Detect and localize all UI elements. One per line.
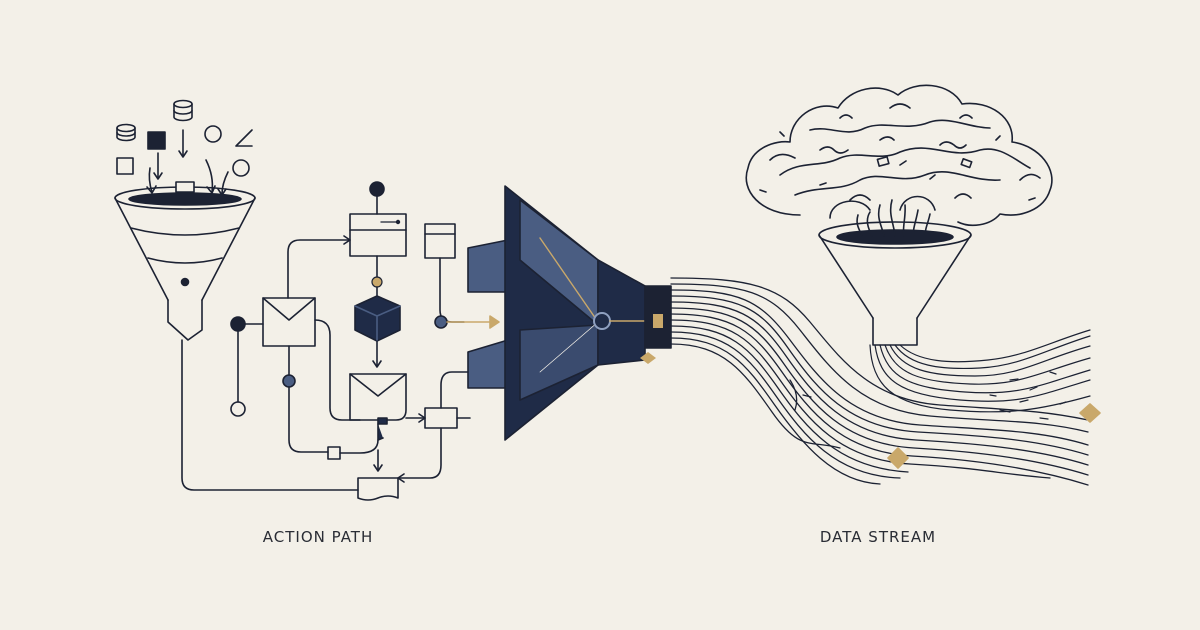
input-funnel-icon xyxy=(114,181,256,341)
action-flowchart xyxy=(230,181,500,501)
action-path-label: ACTION PATH xyxy=(262,528,374,546)
input-triangle-icon xyxy=(235,129,253,147)
stream-from-funnel xyxy=(869,329,1091,420)
input-database-icon xyxy=(173,99,193,122)
gold-diamond-icon xyxy=(887,447,909,469)
brain-cloud-icon xyxy=(745,84,1053,237)
prism-converter-icon xyxy=(467,185,672,441)
input-square-outline-icon xyxy=(116,157,134,175)
input-database-icon xyxy=(116,123,136,142)
gold-diamond-icon xyxy=(1079,403,1101,423)
output-funnel-icon xyxy=(818,221,972,346)
input-circle-icon xyxy=(232,159,250,177)
input-square-filled-icon xyxy=(147,131,166,150)
data-stream-lines xyxy=(670,277,1089,486)
input-circle-icon xyxy=(204,125,222,143)
data-stream-label: DATA STREAM xyxy=(819,528,937,546)
